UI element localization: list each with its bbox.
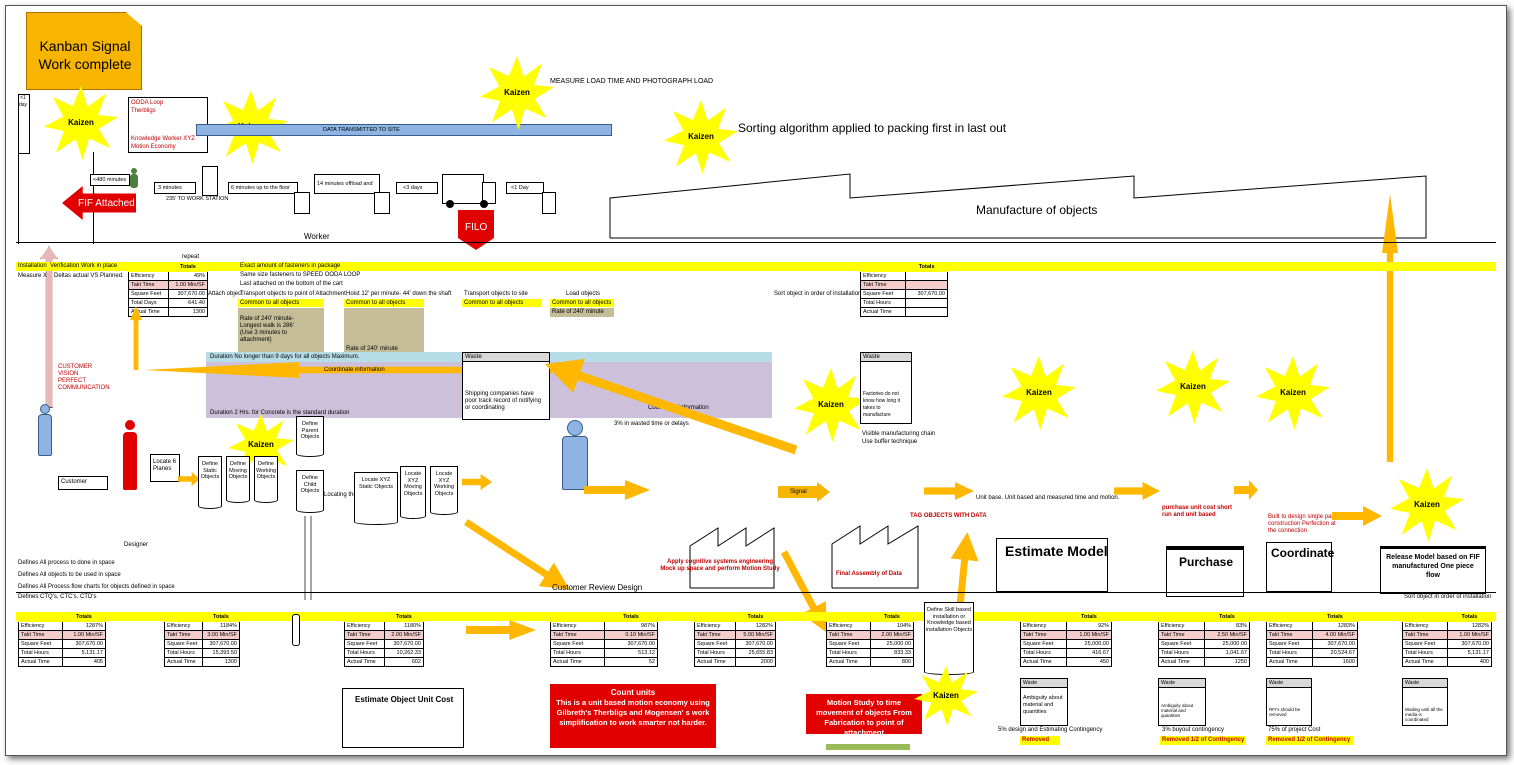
manufacture-factory (609, 173, 1427, 239)
time-box-6min: 6 minutes up to the floor (228, 182, 298, 194)
forklift-icon (202, 166, 218, 196)
forklift-icon (292, 614, 300, 646)
define-child-doc: Define Child Objects (296, 470, 324, 513)
estimate-model-box: Estimate Model (996, 538, 1108, 592)
work-station-text: 235' TO WORK STATION (166, 196, 229, 202)
time-box-3days: <3 days (396, 182, 438, 194)
manufacture-label: Manufacture of objects (976, 203, 1098, 217)
sorting-algorithm-text: Sorting algorithm applied to packing fir… (738, 121, 1007, 135)
kaizen-label: Kaizen (1026, 388, 1052, 397)
divider-line (16, 592, 1496, 593)
time-box-480: <480 minutes (90, 174, 130, 186)
waste-box-4: Waste Waiting until all the media is coo… (1402, 678, 1448, 726)
day-box: <1 day (18, 94, 30, 154)
purchase-box: Purchase (1166, 546, 1244, 597)
waste-box-1: Waste Ambiguity about material and quant… (1020, 678, 1068, 726)
define-working-doc: Define Working Objects (254, 456, 278, 503)
customer-vision: CUSTOMER VISION PERFECT COMMUNICATION (58, 364, 110, 391)
ooda-box: OODA Loop Therbligs Knowledge Worker XYZ… (128, 97, 208, 153)
forklift-icon (542, 192, 556, 214)
kaizen-label: Kaizen (1280, 388, 1306, 397)
define-static-doc: Define Static Objects (198, 456, 222, 509)
measure-load-text: MEASURE LOAD TIME AND PHOTOGRAPH LOAD (550, 78, 714, 85)
kaizen-label: Kaizen (688, 132, 714, 141)
time-box-14min: 14 minutes offload and (314, 174, 380, 194)
waste-box-2: Waste Ambiguity about material and quant… (1158, 678, 1206, 726)
forklift-icon (374, 192, 390, 214)
divider-line (16, 242, 1496, 243)
rate-box-1: Rate of 240' minute- Longest walk is 286… (238, 308, 324, 354)
waste-box-3: Waste RFI's should be removed (1266, 678, 1312, 726)
time-box-3min: 3 minutes (154, 182, 196, 194)
define-parent-doc: Define Parent Objects (296, 416, 324, 457)
kanban-signal-text: Kanban Signal Work complete (38, 38, 132, 72)
designer-figure (122, 420, 138, 492)
waste-box: Waste Shipping companies have poor track… (462, 352, 550, 420)
data-transmitted-arrow: DATA TRANSMITTED TO SITE (196, 124, 612, 136)
worker-figure (130, 168, 138, 190)
locate-6-planes: Locate 6 Planes (150, 454, 180, 482)
motion-study-box: Motion Study to time movement of objects… (806, 694, 922, 737)
time-box-1day: <1 Day (506, 182, 544, 194)
worker-figure-blue (562, 420, 588, 490)
install-band (16, 262, 1496, 271)
rate-box-2: Rate of 240' minute (344, 308, 424, 354)
kaizen-label: Kaizen (504, 88, 530, 97)
locate-working-doc: Locate XYZ Working Objects (430, 466, 458, 515)
value-stream-map: Kanban Signal Work complete <1 day Kaize… (5, 5, 1507, 756)
factory-icon (831, 525, 919, 589)
kaizen-label: Kaizen (818, 400, 844, 409)
worker-label: Worker (304, 232, 330, 241)
kaizen-label: Kaizen (68, 118, 94, 127)
factory-icon (689, 527, 775, 589)
kaizen-label: Kaizen (1414, 500, 1440, 509)
kaizen-label: Kaizen (1180, 382, 1206, 391)
customer-figure (38, 404, 52, 458)
diagonal-arrows (304, 358, 979, 633)
kaizen-label: Kaizen (248, 440, 274, 449)
customer-box: Customer (58, 476, 108, 490)
truck-icon (442, 174, 496, 208)
locate-static-doc: Locate XYZ Static Objects (354, 472, 398, 525)
count-units-box: Count units This is a unit based motion … (550, 684, 716, 748)
signal-arrow: Signal (778, 482, 830, 502)
define-moving-doc: Define Moving Objects (226, 456, 250, 503)
waste-box-factory: Waste Factories do not know how long it … (860, 352, 912, 424)
coordinate-box: Coordinate (1266, 542, 1334, 592)
estimate-unit-cost-box: Estimate Object Unit Cost (342, 688, 464, 748)
define-skill-doc: Define Skill based installation or Knowl… (924, 602, 974, 675)
release-model-box: Release Model based on FIF manufactured … (1380, 546, 1486, 594)
kaizen-label: Kaizen (933, 691, 959, 700)
forklift-icon (294, 192, 310, 214)
kanban-signal-box: Kanban Signal Work complete (26, 12, 142, 90)
locate-moving-doc: Locate XYZ Moving Objects (400, 466, 426, 519)
